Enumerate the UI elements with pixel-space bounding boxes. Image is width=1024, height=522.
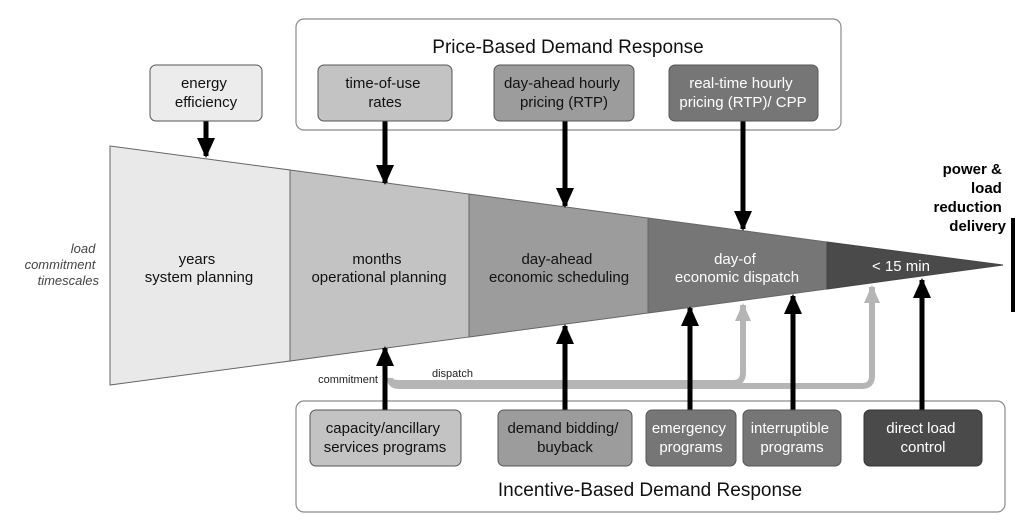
- timescale-day-ahead-label: day-ahead economic scheduling: [489, 251, 629, 286]
- capacity-ancillary-box: [309, 409, 462, 467]
- demand-bidding-label: demand bidding/ buyback: [507, 420, 622, 456]
- commitment-label: commitment: [318, 374, 378, 386]
- time-of-use-rates-box: [317, 64, 453, 122]
- time-of-use-rates-label: time-of-use rates: [345, 75, 424, 111]
- timescale-15min-label: < 15 min: [872, 258, 930, 275]
- emergency-programs-box: [645, 409, 737, 467]
- emergency-programs-label: emergency programs: [652, 420, 730, 456]
- timescale-segment-15min: [826, 241, 1004, 290]
- direct-load-control-box: [863, 409, 983, 467]
- day-ahead-pricing-label: day-ahead hourly pricing (RTP): [504, 75, 624, 111]
- incentive-based-group-title: Incentive-Based Demand Response: [498, 480, 802, 501]
- energy-efficiency-box: [149, 64, 263, 122]
- dispatch-flow-to-15min: [387, 285, 880, 389]
- timescale-day-of-label: day-of economic dispatch: [675, 251, 799, 286]
- power-load-reduction-delivery-label: power & load reduction delivery: [933, 161, 1006, 235]
- interruptible-programs-label: interruptible programs: [751, 420, 834, 456]
- load-commitment-timescales-label: load commitment timescales: [25, 241, 100, 288]
- real-time-pricing-box: [668, 64, 819, 122]
- day-ahead-pricing-box: [493, 64, 635, 122]
- dispatch-label: dispatch: [432, 368, 473, 380]
- timescale-years-label: years system planning: [145, 251, 253, 286]
- direct-load-control-label: direct load control: [886, 420, 959, 456]
- timescale-months-label: months operational planning: [311, 251, 446, 286]
- interruptible-programs-box: [742, 409, 842, 467]
- capacity-ancillary-label: capacity/ancillary services programs: [324, 420, 447, 456]
- demand-bidding-box: [497, 409, 633, 467]
- price-based-group-title: Price-Based Demand Response: [432, 37, 703, 58]
- energy-efficiency-label: energy efficiency: [175, 75, 238, 111]
- real-time-pricing-label: real-time hourly pricing (RTP)/ CPP: [679, 75, 806, 111]
